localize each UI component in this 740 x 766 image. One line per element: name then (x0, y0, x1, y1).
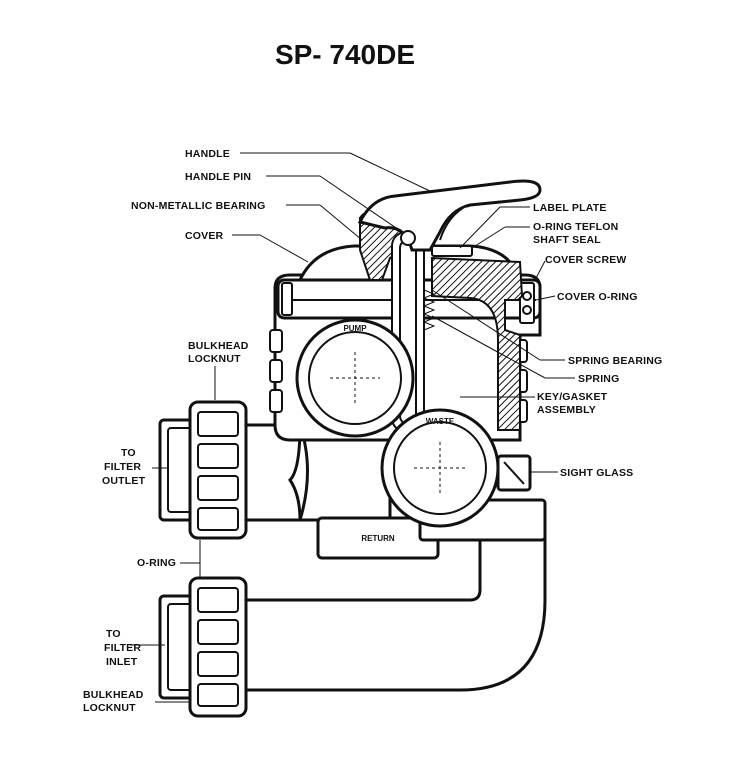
label-outlet-to: TO (121, 447, 136, 459)
label-cover-oring: COVER O-RING (557, 291, 638, 303)
pump-port-label: PUMP (343, 324, 367, 333)
label-sight-glass: SIGHT GLASS (560, 467, 633, 479)
label-spring: SPRING (578, 373, 619, 385)
label-plate (431, 245, 473, 257)
diagram-title: SP- 740DE (275, 39, 415, 70)
label-label-plate: LABEL PLATE (533, 202, 607, 214)
return-port-label: RETURN (361, 534, 395, 543)
inlet-elbow-pipe (238, 528, 547, 692)
label-locknut-top: LOCKNUT (188, 353, 241, 365)
label-inlet-to: TO (106, 628, 121, 640)
label-inlet: INLET (106, 656, 138, 668)
spring-coil (422, 289, 436, 331)
outlet-union (158, 400, 248, 540)
outlet-pipe (238, 423, 392, 522)
label-spring-bearing: SPRING BEARING (568, 355, 662, 367)
label-assembly: ASSEMBLY (537, 404, 596, 416)
handle-pin (400, 230, 416, 246)
label-non-metallic-bearing: NON-METALLIC BEARING (131, 200, 265, 212)
label-bulkhead-top: BULKHEAD (188, 340, 249, 352)
label-cover-screw: COVER SCREW (545, 254, 627, 266)
label-cover: COVER (185, 230, 224, 242)
label-locknut-bottom: LOCKNUT (83, 702, 136, 714)
label-handle: HANDLE (185, 148, 230, 160)
label-outlet: OUTLET (102, 475, 146, 487)
pump-port: PUMP (295, 318, 415, 438)
label-key-gasket: KEY/GASKET (537, 391, 608, 403)
label-oring-teflon: O-RING TEFLON (533, 221, 618, 233)
label-inlet-filter: FILTER (104, 642, 141, 654)
sight-glass (496, 454, 532, 492)
label-outlet-filter: FILTER (104, 461, 141, 473)
label-oring: O-RING (137, 557, 176, 569)
leader-lines (130, 152, 575, 703)
inlet-union (158, 576, 248, 718)
waste-port: WASTE (380, 408, 500, 528)
label-shaft-seal: SHAFT SEAL (533, 234, 601, 246)
label-bulkhead-bottom: BULKHEAD (83, 689, 144, 701)
return-port: RETURN (316, 516, 440, 560)
waste-port-label: WASTE (426, 417, 455, 426)
label-handle-pin: HANDLE PIN (185, 171, 251, 183)
